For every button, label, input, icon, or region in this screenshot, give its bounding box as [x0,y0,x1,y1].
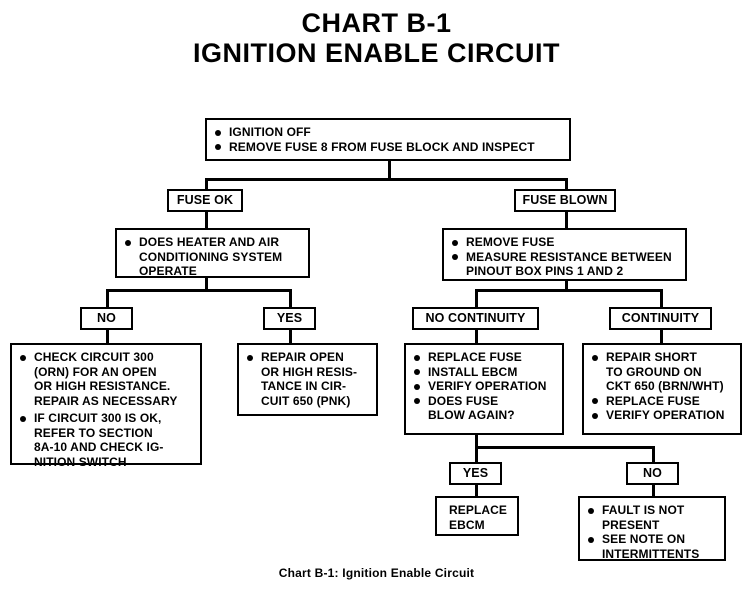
node-replace-fuse-ebcm-item-2: VERIFY OPERATION [412,379,556,394]
connector-blow-no-down [652,484,655,496]
node-blow-no[interactable]: NO [626,462,679,485]
connector-yes-down [289,330,292,343]
node-hvac-no-label: NO [97,311,116,326]
node-replace-fuse-ebcm-item-3: DOES FUSE BLOW AGAIN? [412,394,556,423]
node-no-continuity-label: NO CONTINUITY [425,311,526,326]
node-replace-ebcm-item-0: REPLACE EBCM [449,503,508,532]
connector-bus-fuse [205,178,568,181]
connector-to-blow-no [652,446,655,462]
connector-no-cont-down [475,330,478,343]
figure-caption: Chart B-1: Ignition Enable Circuit [278,566,475,580]
node-check-circuit-300-items: CHECK CIRCUIT 300 (ORN) FOR AN OPEN OR H… [12,345,200,473]
connector-to-fuse-ok [205,178,208,190]
node-measure-resistance-item-0: REMOVE FUSE [450,235,679,250]
connector-to-blow-yes [475,446,478,462]
node-fuse-blown-label: FUSE BLOWN [522,193,608,208]
connector-bus-hvac [106,289,292,292]
connector-fuse-ok-down [205,211,208,228]
node-fuse-ok[interactable]: FUSE OK [167,189,243,212]
node-no-continuity[interactable]: NO CONTINUITY [412,307,539,330]
node-fuse-blown[interactable]: FUSE BLOWN [514,189,616,212]
node-replace-fuse-ebcm[interactable]: REPLACE FUSE INSTALL EBCM VERIFY OPERATI… [404,343,564,435]
node-hvac-yes-label: YES [276,311,303,326]
connector-no-down [106,330,109,343]
node-start-item-0: IGNITION OFF [213,125,563,140]
node-blow-no-label: NO [643,466,662,481]
node-repair-open-650[interactable]: REPAIR OPEN OR HIGH RESIS- TANCE IN CIR-… [237,343,378,416]
node-check-circuit-300[interactable]: CHECK CIRCUIT 300 (ORN) FOR AN OPEN OR H… [10,343,202,469]
connector-blow-down [475,434,478,448]
connector-to-continuity [660,289,663,307]
connector-start-down [388,160,391,180]
chart-title-line-2: IGNITION ENABLE CIRCUIT [193,38,560,68]
node-check-circuit-300-item-0: CHECK CIRCUIT 300 (ORN) FOR AN OPEN OR H… [18,350,194,408]
node-repair-short-650-item-1: REPLACE FUSE [590,394,734,409]
node-fault-not-present-items: FAULT IS NOT PRESENT SEE NOTE ON INTERMI… [580,498,724,565]
node-continuity-label: CONTINUITY [621,311,700,326]
connector-blow-yes-down [475,484,478,496]
node-fuse-ok-label: FUSE OK [176,193,234,208]
node-hvac-check-items: DOES HEATER AND AIR CONDITIONING SYSTEM … [117,230,308,283]
node-replace-ebcm-items: REPLACE EBCM [437,498,517,536]
node-repair-short-650[interactable]: REPAIR SHORT TO GROUND ON CKT 650 (BRN/W… [582,343,742,435]
node-continuity[interactable]: CONTINUITY [609,307,712,330]
node-blow-yes-label: YES [462,466,489,481]
node-fault-not-present[interactable]: FAULT IS NOT PRESENT SEE NOTE ON INTERMI… [578,496,726,561]
node-replace-fuse-ebcm-item-0: REPLACE FUSE [412,350,556,365]
connector-to-hvac-yes [289,289,292,307]
node-replace-fuse-ebcm-items: REPLACE FUSE INSTALL EBCM VERIFY OPERATI… [406,345,562,427]
connector-to-hvac-no [106,289,109,307]
node-repair-short-650-item-2: VERIFY OPERATION [590,408,734,423]
node-fault-not-present-item-1: SEE NOTE ON INTERMITTENTS [586,532,718,561]
node-start-items: IGNITION OFF REMOVE FUSE 8 FROM FUSE BLO… [207,120,569,158]
connector-to-no-continuity [475,289,478,307]
connector-cont-down [660,330,663,343]
node-replace-ebcm[interactable]: REPLACE EBCM [435,496,519,536]
node-blow-yes[interactable]: YES [449,462,502,485]
node-start[interactable]: IGNITION OFF REMOVE FUSE 8 FROM FUSE BLO… [205,118,571,161]
node-replace-fuse-ebcm-item-1: INSTALL EBCM [412,365,556,380]
node-hvac-check-item-0: DOES HEATER AND AIR CONDITIONING SYSTEM … [123,235,302,279]
connector-measure-down [565,280,568,291]
node-start-item-1: REMOVE FUSE 8 FROM FUSE BLOCK AND INSPEC… [213,140,563,155]
node-check-circuit-300-item-1: IF CIRCUIT 300 IS OK, REFER TO SECTION 8… [18,411,194,469]
chart-title-line-1: CHART B-1 [301,8,452,38]
node-repair-short-650-items: REPAIR SHORT TO GROUND ON CKT 650 (BRN/W… [584,345,740,427]
node-repair-open-650-items: REPAIR OPEN OR HIGH RESIS- TANCE IN CIR-… [239,345,376,412]
connector-hvac-down [205,277,208,291]
node-fault-not-present-item-0: FAULT IS NOT PRESENT [586,503,718,532]
connector-bus-blow [475,446,655,449]
node-hvac-check[interactable]: DOES HEATER AND AIR CONDITIONING SYSTEM … [115,228,310,278]
connector-bus-continuity [475,289,663,292]
connector-to-fuse-blown [565,178,568,190]
node-measure-resistance[interactable]: REMOVE FUSE MEASURE RESISTANCE BETWEEN P… [442,228,687,281]
node-hvac-yes[interactable]: YES [263,307,316,330]
node-repair-short-650-item-0: REPAIR SHORT TO GROUND ON CKT 650 (BRN/W… [590,350,734,394]
node-repair-open-650-item-0: REPAIR OPEN OR HIGH RESIS- TANCE IN CIR-… [245,350,370,408]
node-hvac-no[interactable]: NO [80,307,133,330]
node-measure-resistance-item-1: MEASURE RESISTANCE BETWEEN PINOUT BOX PI… [450,250,679,279]
node-measure-resistance-items: REMOVE FUSE MEASURE RESISTANCE BETWEEN P… [444,230,685,283]
connector-fuse-blown-down [565,211,568,228]
